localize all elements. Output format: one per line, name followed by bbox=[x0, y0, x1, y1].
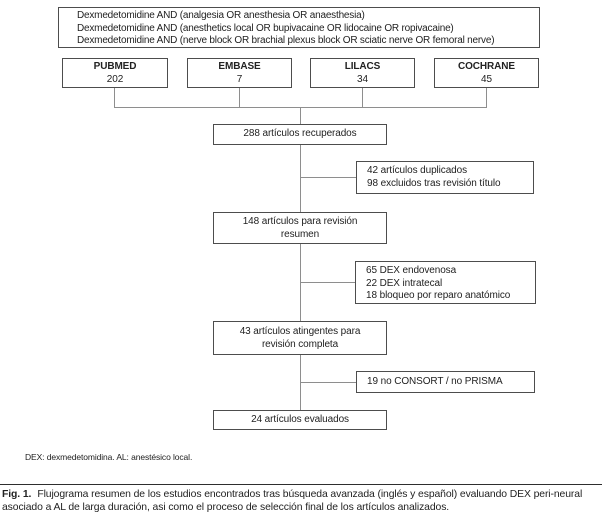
flow-box-retrieved: 288 artículos recuperados bbox=[213, 124, 387, 145]
figure-label: Fig. 1. bbox=[2, 489, 32, 500]
exclusion-box-abstract-reasons: 65 DEX endovenosa 22 DEX intratecal 18 b… bbox=[355, 261, 536, 304]
database-count: 202 bbox=[106, 74, 124, 85]
flow-box-evaluated: 24 artículos evaluados bbox=[213, 410, 387, 430]
database-count: 34 bbox=[357, 74, 368, 85]
database-count: 7 bbox=[236, 74, 243, 85]
database-count: 45 bbox=[481, 74, 492, 85]
database-name: EMBASE bbox=[218, 61, 261, 72]
flow-box-line: 148 artículos para revisión bbox=[242, 216, 358, 227]
search-query-box: Dexmedetomidine AND (analgesia OR anesth… bbox=[58, 7, 540, 48]
caption-divider bbox=[0, 484, 602, 485]
flow-box-line: resumen bbox=[280, 228, 320, 240]
figure-caption-text: Flujograma resumen de los estudios encon… bbox=[2, 489, 583, 513]
flow-box-line: revisión completa bbox=[261, 338, 339, 350]
figure-caption: Fig. 1.Flujograma resumen de los estudio… bbox=[2, 488, 600, 514]
flow-box-abstract-review: 148 artículos para revisión resumen bbox=[213, 212, 387, 244]
connector-line bbox=[300, 244, 301, 321]
connector-line bbox=[301, 382, 356, 383]
database-name: LILACS bbox=[344, 61, 381, 72]
connector-line bbox=[362, 88, 363, 107]
database-box-pubmed: PUBMED 202 bbox=[62, 58, 168, 88]
database-box-cochrane: COCHRANE 45 bbox=[434, 58, 539, 88]
connector-line bbox=[114, 88, 115, 107]
exclusion-line: 18 bloqueo por reparo anatómico bbox=[366, 290, 511, 302]
database-box-lilacs: LILACS 34 bbox=[310, 58, 415, 88]
flow-box-line: 43 artículos atingentes para bbox=[239, 326, 361, 337]
search-query-line: Dexmedetomidine AND (analgesia OR anesth… bbox=[77, 10, 365, 21]
flow-box-line: 24 artículos evaluados bbox=[251, 414, 349, 425]
search-query-line: Dexmedetomidine AND (nerve block OR brac… bbox=[77, 35, 495, 47]
exclusion-line: 98 excluidos tras revisión título bbox=[367, 177, 501, 189]
abbreviations-footnote: DEX: dexmedetomidina. AL: anestésico loc… bbox=[25, 452, 193, 462]
search-query-line: Dexmedetomidine AND (anesthetics local O… bbox=[77, 22, 454, 34]
flow-box-full-review: 43 artículos atingentes para revisión co… bbox=[213, 321, 387, 355]
connector-line bbox=[300, 107, 301, 125]
exclusion-line: 42 artículos duplicados bbox=[367, 165, 467, 176]
exclusion-line: 19 no CONSORT / no PRISMA bbox=[367, 376, 503, 387]
database-name: COCHRANE bbox=[458, 61, 515, 72]
exclusion-line: 22 DEX intratecal bbox=[366, 277, 443, 289]
exclusion-box-duplicates-title: 42 artículos duplicados 98 excluidos tra… bbox=[356, 161, 534, 194]
flow-box-line: 288 artículos recuperados bbox=[243, 128, 357, 139]
connector-line bbox=[300, 145, 301, 212]
connector-line bbox=[301, 282, 356, 283]
connector-line bbox=[300, 355, 301, 410]
exclusion-line: 65 DEX endovenosa bbox=[366, 265, 457, 276]
database-name: PUBMED bbox=[93, 61, 137, 72]
database-box-embase: EMBASE 7 bbox=[187, 58, 292, 88]
connector-line bbox=[301, 177, 356, 178]
exclusion-box-consort-prisma: 19 no CONSORT / no PRISMA bbox=[356, 371, 535, 393]
connector-line bbox=[486, 88, 487, 107]
connector-line bbox=[239, 88, 240, 107]
